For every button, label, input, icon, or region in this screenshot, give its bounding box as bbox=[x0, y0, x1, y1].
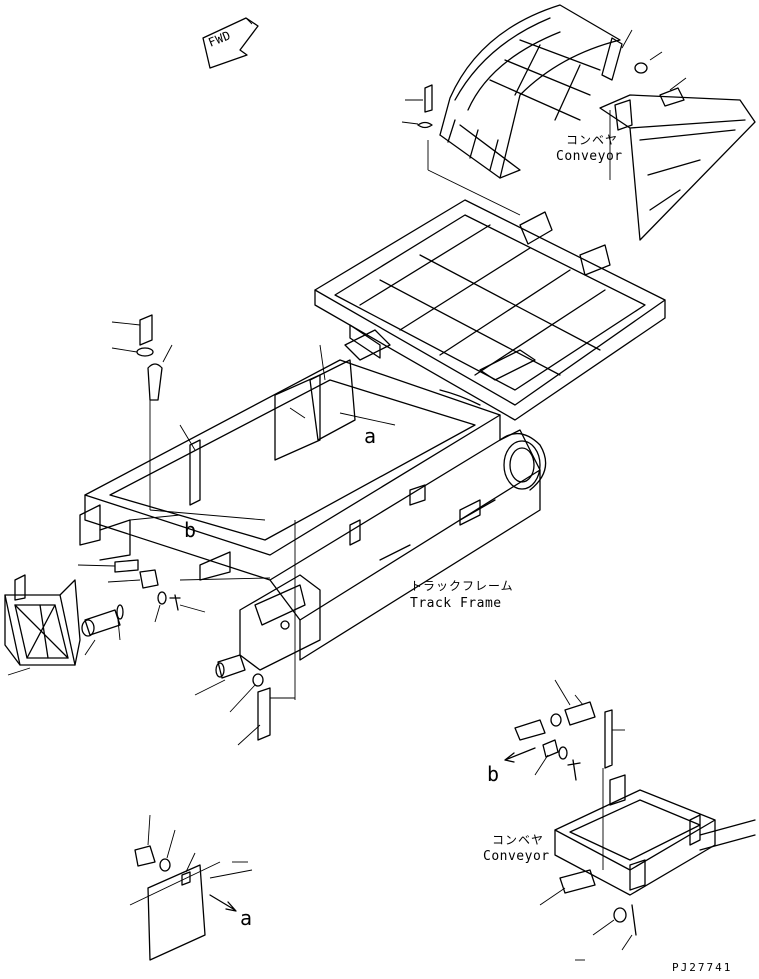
ref-a-upper: a bbox=[364, 424, 377, 448]
grille-guard bbox=[4, 574, 81, 676]
conveyor-support-bracket bbox=[599, 94, 756, 241]
conveyor-bottom-label-en: Conveyor bbox=[483, 849, 550, 864]
conveyor-top-label-jp: コンベヤ bbox=[566, 133, 619, 147]
ref-a-lower: a bbox=[240, 906, 253, 930]
left-bolts bbox=[111, 314, 173, 510]
track-frame-label-jp: トラックフレーム bbox=[410, 579, 514, 593]
fwd-arrow-icon bbox=[202, 17, 259, 69]
center-bolts bbox=[194, 654, 295, 746]
track-frame bbox=[79, 329, 547, 700]
pin-bolt-group bbox=[77, 559, 206, 656]
top-bolts bbox=[401, 29, 687, 216]
ref-b-lower: b bbox=[487, 762, 500, 786]
conveyor-bottom-label-jp: コンベヤ bbox=[492, 833, 545, 847]
conveyor-top-label-en: Conveyor bbox=[556, 149, 623, 164]
track-frame-label-en: Track Frame bbox=[410, 596, 502, 611]
part-code: PJ27741 bbox=[672, 961, 733, 974]
ref-b-upper: b bbox=[184, 518, 197, 542]
conveyor-bottom-assembly bbox=[504, 679, 756, 961]
conveyor-arch-frame bbox=[439, 4, 623, 179]
detail-a-plate bbox=[129, 814, 253, 961]
upper-frame bbox=[314, 199, 666, 421]
